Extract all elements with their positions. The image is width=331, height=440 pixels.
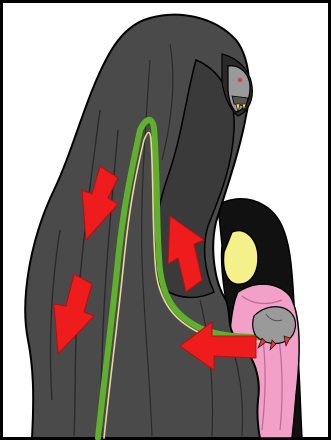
girl-face [224,231,259,285]
